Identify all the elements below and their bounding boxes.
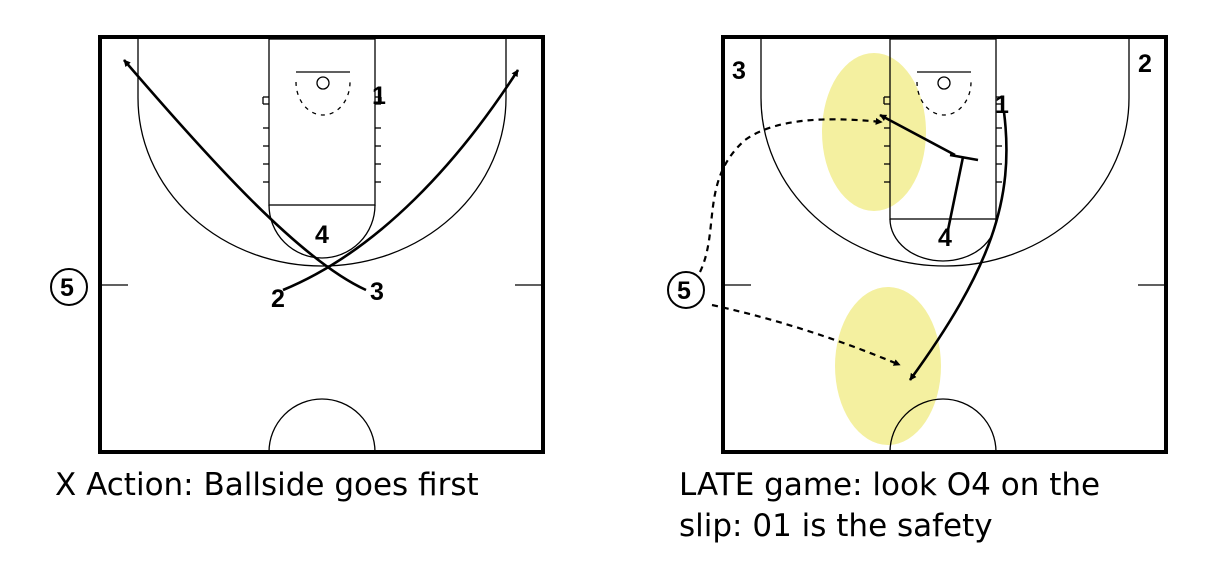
lane-hash-marks <box>883 96 1003 183</box>
restricted-area <box>295 81 351 116</box>
restricted-area <box>916 81 972 116</box>
right-player-1: 1 <box>995 91 1009 119</box>
left-player-5: 5 <box>60 274 74 302</box>
pass-to-safety-arrow <box>711 303 901 367</box>
highlight-zone-lane <box>822 53 926 211</box>
right-player-5-circle <box>667 271 705 309</box>
left-player-4: 4 <box>315 221 329 249</box>
screen-bar <box>949 153 979 162</box>
free-throw-circle <box>268 204 376 259</box>
player4-slip-arrow <box>879 113 956 157</box>
right-caption-line-1: LATE game: look O4 on the <box>679 467 1101 503</box>
lane <box>268 38 376 206</box>
right-player-5: 5 <box>677 277 691 305</box>
right-player-4: 4 <box>938 224 952 252</box>
rim <box>316 76 330 90</box>
lane-hash-marks <box>262 96 382 183</box>
left-player-1: 1 <box>372 82 386 110</box>
player4-screen-path <box>946 156 965 231</box>
center-circle <box>889 398 997 453</box>
left-player-3: 3 <box>370 278 384 306</box>
right-caption-line-2: slip: 01 is the safety <box>679 508 993 544</box>
court-boundary <box>98 35 545 454</box>
highlight-zone-safety <box>835 287 941 445</box>
lane <box>889 38 997 220</box>
right-player-2: 2 <box>1138 50 1152 78</box>
center-circle <box>268 398 376 453</box>
left-player-2: 2 <box>271 285 285 313</box>
player1-safety-cut-arrow <box>908 111 1008 381</box>
player2-cut-arrow <box>282 69 520 292</box>
court-boundary <box>721 35 1168 454</box>
right-court: 3 2 1 4 5 <box>667 35 1168 454</box>
rim <box>937 76 951 90</box>
left-court: 1 4 2 3 5 <box>50 35 545 454</box>
player3-cut-arrow <box>123 59 367 292</box>
right-player-3: 3 <box>732 57 746 85</box>
three-point-line <box>760 39 1130 267</box>
left-player-5-circle <box>50 268 88 306</box>
three-point-line <box>137 39 507 267</box>
left-caption: X Action: Ballside goes first <box>55 467 479 503</box>
